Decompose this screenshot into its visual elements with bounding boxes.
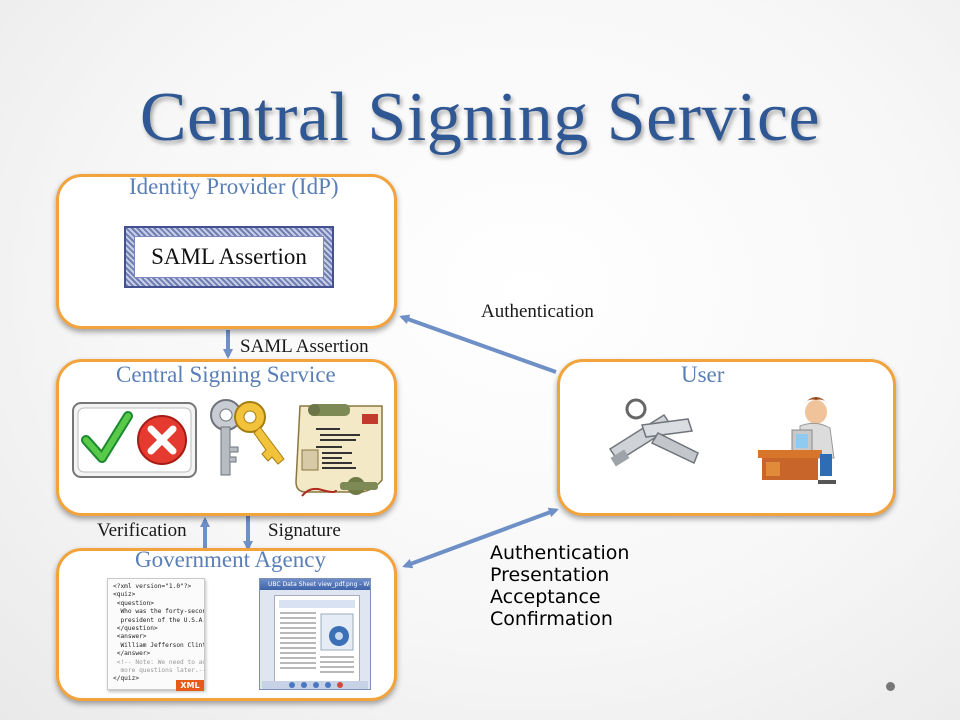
- xml-line: president of the U.S.A.?: [113, 616, 205, 624]
- xml-badge: XML: [176, 680, 204, 691]
- document-preview: [274, 595, 360, 685]
- authentication-arrow-top: [399, 314, 557, 374]
- step-item: Confirmation: [490, 608, 613, 630]
- xml-line: </question>: [113, 625, 158, 633]
- xml-line: more questions later.-->: [113, 667, 205, 675]
- gov-steps-list: Authentication Presentation Acceptance C…: [490, 542, 629, 630]
- user-box-label: User: [681, 362, 725, 387]
- slide-title: Central Signing Service: [139, 79, 821, 156]
- user-box: [557, 359, 896, 516]
- certificate-icon: [295, 404, 383, 497]
- signature-label: Signature: [268, 520, 341, 541]
- verification-status-icon: [72, 402, 197, 478]
- keys-icon: [210, 399, 285, 476]
- xml-line: </quiz>: [113, 675, 140, 683]
- authentication-label-top: Authentication: [481, 301, 594, 322]
- authentication-arrow-bottom: [402, 507, 559, 569]
- xml-line: <?xml version="1.0"?>: [113, 583, 192, 590]
- slide-indicator-dot: [886, 682, 895, 691]
- window-toolbar: [262, 681, 368, 689]
- window-title: UBC Data Sheet view_pdf.png - Windows Pi…: [260, 579, 370, 590]
- css-box-label: Central Signing Service: [116, 362, 336, 387]
- xml-line: <quiz>: [113, 591, 136, 599]
- step-item: Acceptance: [490, 586, 601, 608]
- gov-box-label: Government Agency: [135, 547, 326, 572]
- saml-certificate: SAML Assertion: [124, 226, 334, 288]
- step-item: Presentation: [490, 564, 610, 586]
- usb-token-icon: [608, 398, 699, 467]
- xml-document: <?xml version="1.0"?><quiz> <question> W…: [107, 578, 205, 690]
- pdf-viewer-window: UBC Data Sheet view_pdf.png - Windows Pi…: [259, 578, 371, 690]
- xml-line: <!-- Note: We need to add: [113, 658, 205, 666]
- document-page-graphic: [279, 600, 355, 673]
- verification-label: Verification: [97, 520, 187, 541]
- user-at-desk-icon: [758, 397, 836, 484]
- idp-label: Identity Provider (IdP): [129, 174, 339, 199]
- xml-line: </answer>: [113, 650, 151, 658]
- xml-line: <answer>: [113, 633, 147, 641]
- certificate-text: SAML Assertion: [134, 236, 324, 278]
- xml-line: William Jefferson Clinton: [113, 641, 205, 649]
- xml-line: Who was the forty-second: [113, 608, 205, 616]
- xml-line: <question>: [113, 599, 154, 607]
- saml-assertion-label: SAML Assertion: [240, 336, 369, 357]
- step-item: Authentication: [490, 542, 630, 564]
